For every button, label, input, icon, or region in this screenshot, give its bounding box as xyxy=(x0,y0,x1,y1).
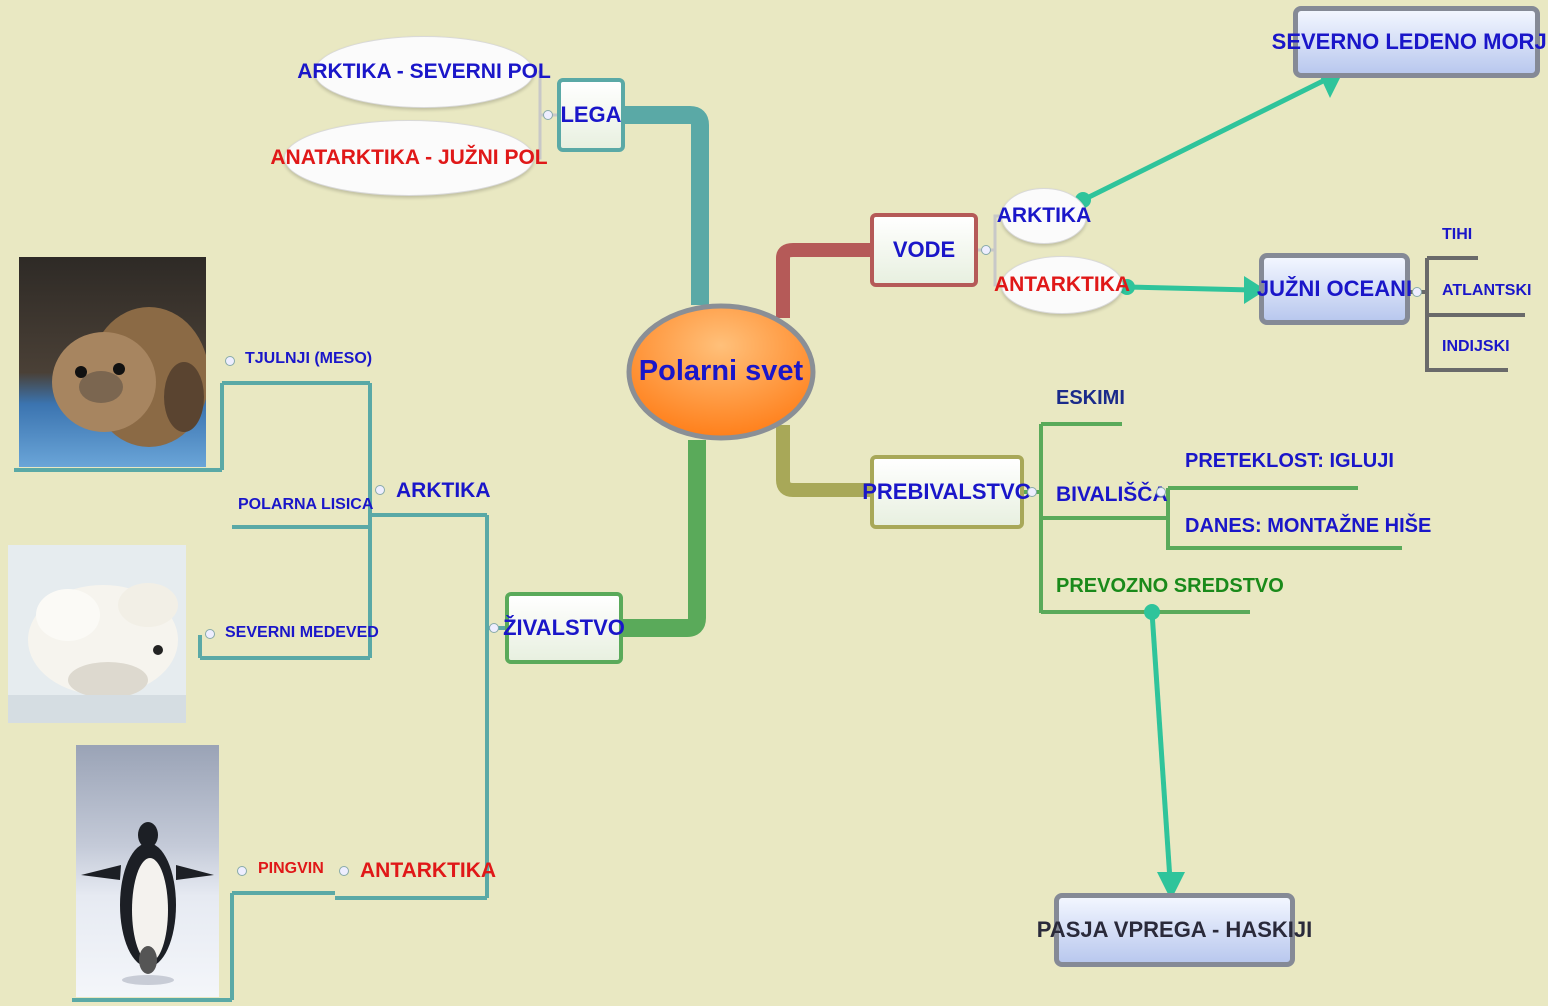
bivalisca-label[interactable]: BIVALIŠČA xyxy=(1056,483,1168,506)
zivalstvo-lines xyxy=(14,381,505,1002)
vode-arktika[interactable]: ARKTIKA xyxy=(997,188,1091,244)
zivalstvo-collapse-icon[interactable] xyxy=(489,623,499,633)
zivalstvo-antarktika[interactable]: ANTARKTIKA xyxy=(360,859,497,882)
medved-collapse-icon[interactable] xyxy=(205,629,215,639)
link-arrows xyxy=(1081,77,1327,881)
antarktika-collapse-icon[interactable] xyxy=(339,866,349,876)
central-node[interactable]: Polarni svet xyxy=(638,355,804,387)
prebivalstvo-node[interactable]: PREBIVALSTVO xyxy=(862,455,1032,529)
severno-ledeno-morje-node[interactable]: SEVERNO LEDENO MORJE xyxy=(1272,6,1548,78)
penguin-photo xyxy=(76,745,219,997)
lega-collapse-icon[interactable] xyxy=(543,110,553,120)
pingvin-collapse-icon[interactable] xyxy=(237,866,247,876)
prevozno-sredstvo-label[interactable]: PREVOZNO SREDSTVO xyxy=(1056,575,1284,597)
pingvin-label[interactable]: PINGVIN xyxy=(258,860,324,877)
lega-antarktika[interactable]: ANATARKTIKA - JUŽNI POL xyxy=(270,120,548,196)
lega-node[interactable]: LEGA xyxy=(557,78,625,152)
seal-photo xyxy=(19,257,206,467)
polar-bear-photo xyxy=(8,545,186,723)
ocean-indijski[interactable]: INDIJSKI xyxy=(1442,338,1510,355)
preteklost-label[interactable]: PRETEKLOST: IGLUJI xyxy=(1185,450,1394,472)
central-node-shape xyxy=(626,303,816,441)
vode-antarktika[interactable]: ANTARKTIKA xyxy=(994,256,1130,314)
polarna-lisica-label[interactable]: POLARNA LISICA xyxy=(238,496,374,513)
vode-node[interactable]: VODE xyxy=(870,213,978,287)
vode-collapse-icon[interactable] xyxy=(981,245,991,255)
prebivalstvo-collapse-icon[interactable] xyxy=(1027,487,1037,497)
severni-medved-label[interactable]: SEVERNI MEDEVED xyxy=(225,624,379,641)
bivalisca-collapse-icon[interactable] xyxy=(1156,487,1166,497)
pasja-vprega-node[interactable]: PASJA VPREGA - HASKIJI xyxy=(1037,893,1312,967)
prebivalstvo-branch xyxy=(776,425,872,497)
zivalstvo-branch xyxy=(622,440,706,637)
ocean-tihi[interactable]: TIHI xyxy=(1442,226,1473,243)
eskimi-label[interactable]: ESKIMI xyxy=(1056,387,1125,409)
lega-arktika[interactable]: ARKTIKA - SEVERNI POL xyxy=(297,36,551,108)
vode-branch xyxy=(776,243,872,318)
zivalstvo-node[interactable]: ŽIVALSTVO xyxy=(503,592,625,664)
ocean-atlantski[interactable]: ATLANTSKI xyxy=(1442,282,1532,299)
danes-label[interactable]: DANES: MONTAŽNE HIŠE xyxy=(1185,515,1432,537)
arktika-collapse-icon[interactable] xyxy=(375,485,385,495)
juzni-oceani-node[interactable]: JUŽNI OCEANI xyxy=(1257,253,1412,325)
oceani-collapse-icon[interactable] xyxy=(1412,287,1422,297)
tjulnji-label[interactable]: TJULNJI (MESO) xyxy=(245,350,373,367)
lega-branch xyxy=(625,106,709,305)
zivalstvo-arktika[interactable]: ARKTIKA xyxy=(396,479,491,502)
tjulnji-collapse-icon[interactable] xyxy=(225,356,235,366)
